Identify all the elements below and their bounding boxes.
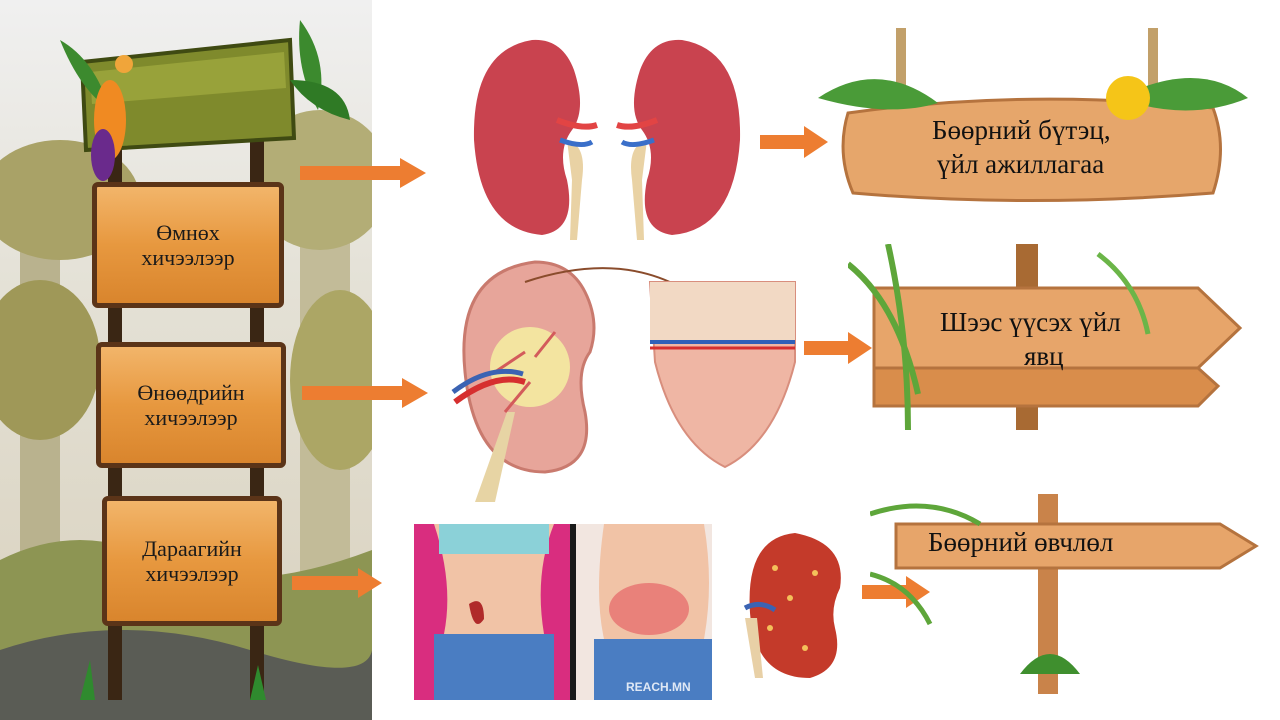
- kidney-pair-image: [473, 39, 741, 240]
- right-sign-2-label: Шээс үүсэх үйл явц: [940, 306, 1121, 374]
- back-pain-image: REACH.MN: [414, 524, 712, 700]
- right-sign-3-line1: Бөөрний өвчлөл: [928, 527, 1114, 557]
- arrow-right-icon: [302, 378, 428, 408]
- sign-next-lesson-label: Дараагийн хичээлээр: [142, 535, 242, 586]
- right-sign-1-line2: үйл ажиллагаа: [937, 148, 1105, 179]
- right-sign-2-line2: явц: [1024, 340, 1064, 371]
- right-sign-1-line1: Бөөрний бүтэц,: [932, 115, 1111, 145]
- sign-previous-lesson: Өмнөх хичээлээр: [92, 182, 284, 308]
- arrow-right-icon: [804, 332, 872, 364]
- sign-previous-lesson-label: Өмнөх хичээлээр: [141, 219, 235, 270]
- right-sign-structure: [818, 28, 1248, 202]
- right-sign-1-label: Бөөрний бүтэц, үйл ажиллагаа: [932, 114, 1111, 182]
- right-sign-structure: [870, 494, 1259, 694]
- sign-today-lesson: Өнөөдрийн хичээлээр: [96, 342, 286, 468]
- sign-today-lesson-label: Өнөөдрийн хичээлээр: [137, 379, 245, 430]
- kidney-cross-section-image: [451, 260, 796, 502]
- right-sign-3-label: Бөөрний өвчлөл: [928, 526, 1113, 560]
- arrow-right-icon: [760, 126, 828, 158]
- diseased-kidney-image: [743, 533, 841, 678]
- right-sign-2-line1: Шээс үүсэх үйл: [940, 307, 1121, 337]
- watermark-text: REACH.MN: [626, 680, 691, 694]
- arrow-right-icon: [292, 568, 382, 598]
- sign-next-lesson: Дараагийн хичээлээр: [102, 496, 282, 626]
- right-sign-structure: [848, 244, 1243, 430]
- arrow-right-icon: [300, 158, 426, 188]
